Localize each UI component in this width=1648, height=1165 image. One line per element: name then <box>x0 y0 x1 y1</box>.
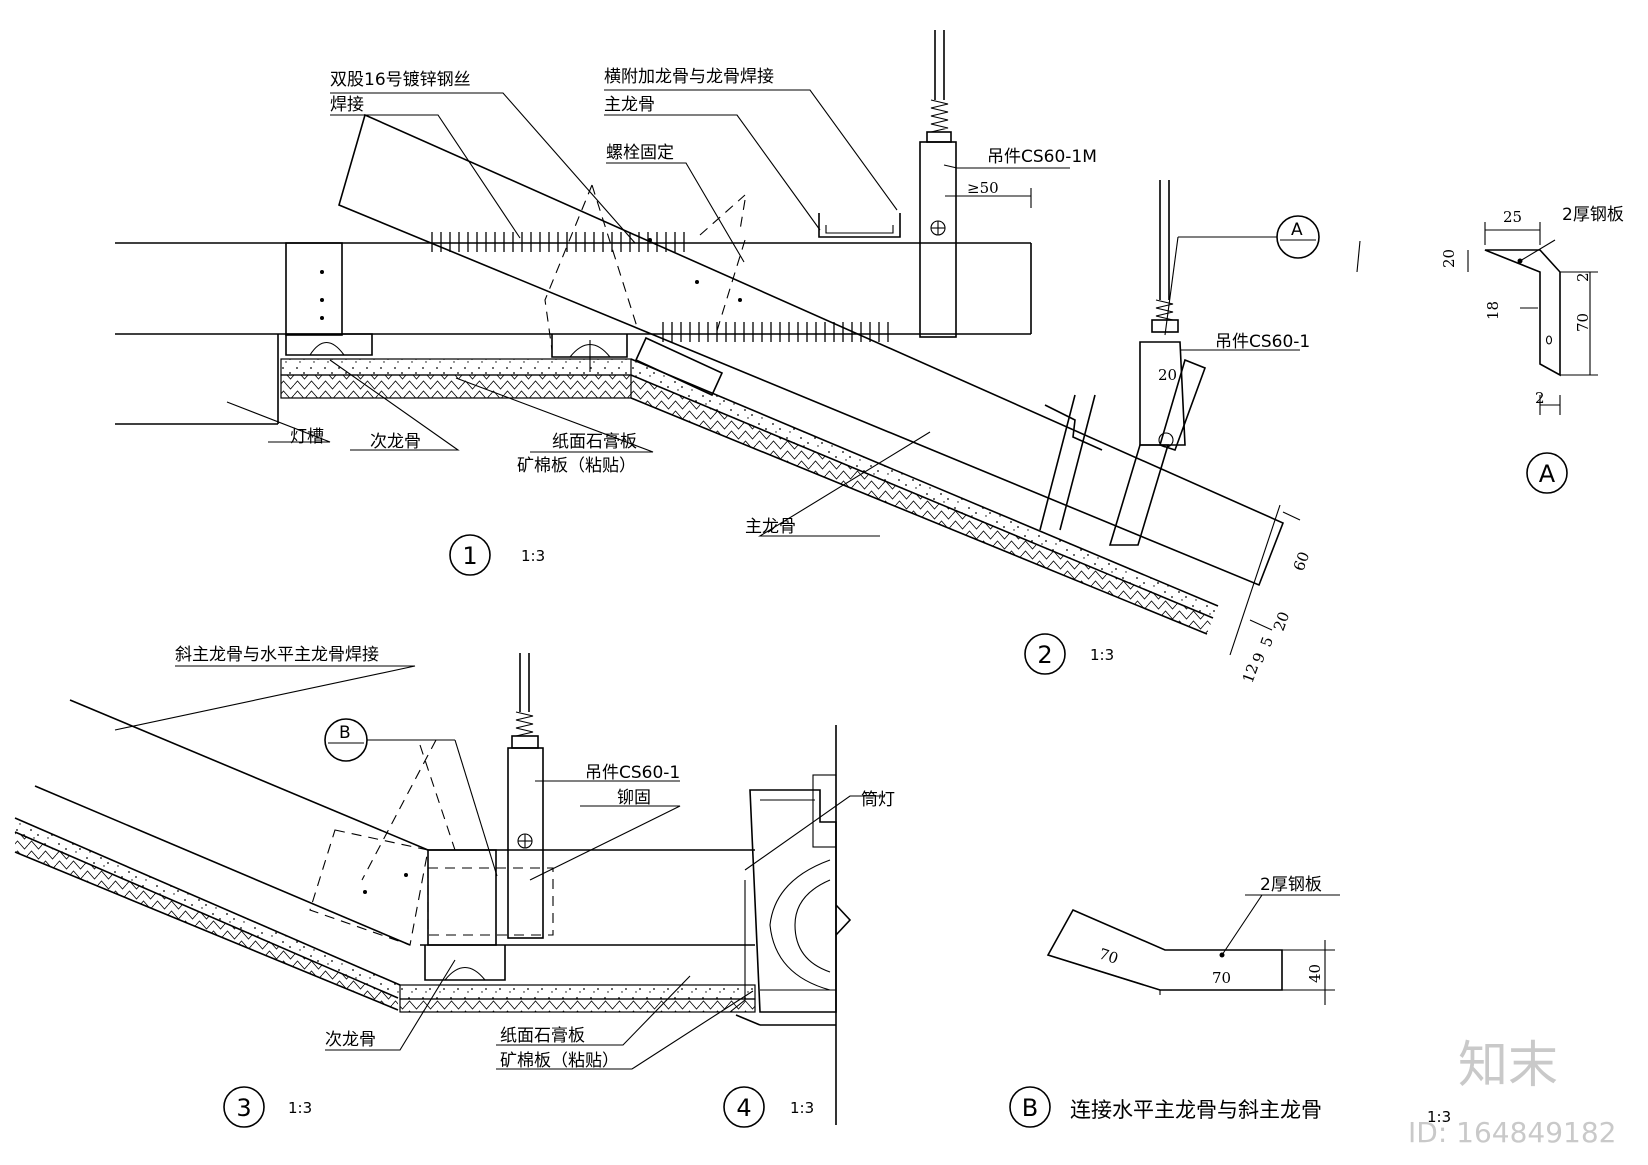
secondary-keel-3-label: 次龙骨 <box>325 1030 376 1050</box>
svg-text:2: 2 <box>1037 641 1052 669</box>
svg-text:1:3: 1:3 <box>790 1099 814 1117</box>
rivet-label: 铆固 <box>617 788 651 808</box>
wire-label: 双股16号镀锌钢丝 <box>330 70 471 90</box>
dim-2-60: 60 <box>1290 549 1313 573</box>
svg-text:B: B <box>1022 1094 1038 1122</box>
detail-marker-2: 2 1:3 <box>1024 633 1114 675</box>
secondary-keel-1-label: 次龙骨 <box>370 432 421 452</box>
svg-text:3: 3 <box>236 1094 251 1122</box>
dim-b-40: 40 <box>1306 964 1324 983</box>
dim-2-5: 5 <box>1257 634 1277 649</box>
detail-a-drawing <box>1467 222 1598 415</box>
steel-plate-b-label: 2厚钢板 <box>1260 875 1322 895</box>
hanger-1-b-label: 吊件CS60-1 <box>585 763 680 783</box>
callout-b-letter: B <box>339 723 351 743</box>
mineral-3-label: 矿棉板（粘贴） <box>500 1051 619 1071</box>
detail-marker-3: 3 1:3 <box>223 1086 312 1128</box>
gypsum-3-label: 纸面石膏板 <box>500 1025 585 1046</box>
dim-a-18: 18 <box>1484 301 1502 320</box>
detail-1-2-drawing <box>115 30 1320 656</box>
detail-3-4-drawing <box>14 653 852 1125</box>
steel-plate-a-label: 2厚钢板 <box>1562 205 1624 225</box>
detail-b-drawing <box>1046 894 1335 1005</box>
leader-lines <box>114 89 1361 1070</box>
dim-2-12: 12 <box>1239 661 1262 685</box>
cross-weld-label: 横附加龙骨与龙骨焊接 <box>604 67 774 87</box>
downlight-label: 筒灯 <box>861 790 895 810</box>
svg-text:A: A <box>1539 460 1556 488</box>
dim-2-9: 9 <box>1249 650 1269 665</box>
detail-marker-a: A <box>1526 452 1568 494</box>
svg-text:1:3: 1:3 <box>1427 1108 1451 1126</box>
hanger-1m-label: 吊件CS60-1M <box>987 147 1097 167</box>
dim-2-20: 20 <box>1270 609 1293 633</box>
svg-text:1:3: 1:3 <box>1090 646 1114 664</box>
bolt-fix-label: 螺栓固定 <box>606 143 674 163</box>
dim-a-20: 20 <box>1440 249 1458 268</box>
dim-b-70-a: 70 <box>1097 945 1121 968</box>
dim-a-2-bot: 2 <box>1535 389 1545 407</box>
dim-b-70-b: 70 <box>1212 969 1231 987</box>
svg-text:4: 4 <box>736 1094 751 1122</box>
main-keel-bottom-label: 主龙骨 <box>745 517 796 537</box>
watermark-id: ID: 164849182 <box>1408 1116 1616 1149</box>
callout-a-letter: A <box>1291 220 1303 240</box>
svg-text:1: 1 <box>462 542 477 570</box>
svg-text:1:3: 1:3 <box>288 1099 312 1117</box>
hanger-1-a-label: 吊件CS60-1 <box>1215 332 1310 352</box>
weld-label: 焊接 <box>330 95 364 115</box>
detail-marker-4: 4 1:3 <box>723 1086 814 1128</box>
light-trough-label: 灯槽 <box>290 427 324 447</box>
main-keel-top-label: 主龙骨 <box>604 95 655 115</box>
oblique-weld-label: 斜主龙骨与水平主龙骨焊接 <box>175 645 379 665</box>
detail-b-title: 连接水平主龙骨与斜主龙骨 <box>1070 1098 1322 1122</box>
dim-a-2-top: 2 <box>1574 272 1592 282</box>
gypsum-1-label: 纸面石膏板 <box>552 431 637 452</box>
dim-a-70: 70 <box>1574 313 1592 332</box>
svg-text:1:3: 1:3 <box>521 547 545 565</box>
watermark-brand: 知末 <box>1458 1036 1558 1094</box>
detail-marker-b: B 1:3 <box>1009 1086 1451 1128</box>
dim-a-25: 25 <box>1503 208 1522 226</box>
mineral-1-label: 矿棉板（粘贴） <box>517 456 636 476</box>
detail-marker-1: 1 1:3 <box>449 534 545 576</box>
dim-ge50: ≥50 <box>967 179 999 197</box>
dim-20-a: 20 <box>1158 366 1177 384</box>
